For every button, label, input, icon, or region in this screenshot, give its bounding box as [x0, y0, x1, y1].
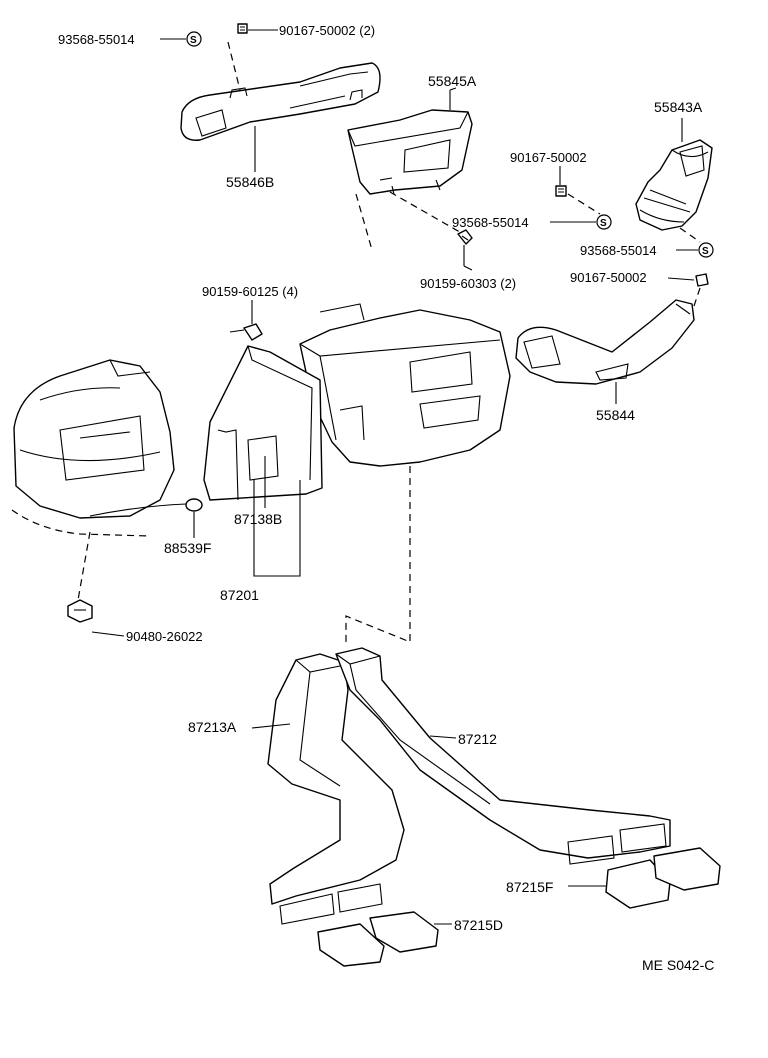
bolt-90159-60125	[229, 323, 263, 341]
label-90167-50002-top: 90167-50002 (2)	[279, 23, 375, 38]
label-90159-60125: 90159-60125 (4)	[202, 284, 298, 299]
label-87212: 87212	[458, 731, 497, 747]
duct-55844	[515, 299, 695, 385]
duct-87212	[335, 647, 671, 865]
label-93568-55014-top: 93568-55014	[58, 32, 135, 47]
clip-93568-right: S	[698, 242, 714, 258]
label-55843a: 55843A	[654, 99, 703, 115]
svg-text:S: S	[190, 35, 197, 46]
label-88539f: 88539F	[164, 540, 211, 556]
label-93568-55014-right: 93568-55014	[580, 243, 657, 258]
label-87138b: 87138B	[234, 511, 282, 527]
label-90167-50002-mid: 90167-50002	[510, 150, 587, 165]
nut-90167-top	[237, 23, 248, 34]
svg-text:S: S	[702, 246, 709, 257]
svg-text:S: S	[600, 218, 607, 229]
label-90480-26022: 90480-26022	[126, 629, 203, 644]
bolt-90159-60303	[457, 229, 473, 245]
label-87215d: 87215D	[454, 917, 503, 933]
clip-93568-top: S	[186, 31, 202, 47]
evaporator-housing-87201	[203, 345, 323, 501]
nut-90167-mid	[555, 185, 567, 197]
label-55845a: 55845A	[428, 73, 477, 89]
drawing-code: ME S042-C	[642, 957, 714, 973]
label-93568-55014-mid: 93568-55014	[452, 215, 529, 230]
duct-55846b	[180, 62, 381, 141]
grommet-90480-26022	[67, 599, 93, 623]
clip-93568-mid: S	[596, 214, 612, 230]
label-87215f: 87215F	[506, 879, 553, 895]
label-90167-50002-low: 90167-50002	[570, 270, 647, 285]
nut-90167-low	[695, 273, 709, 287]
outlet-87215d	[317, 911, 439, 967]
outlet-87215f	[605, 847, 721, 909]
duct-87213a	[267, 653, 405, 925]
duct-55845a	[347, 109, 473, 195]
label-55844: 55844	[596, 407, 635, 423]
label-87213a: 87213A	[188, 719, 237, 735]
duct-55843a	[635, 139, 713, 231]
heater-unit	[299, 303, 511, 467]
blower-unit	[13, 359, 175, 519]
label-90159-60303: 90159-60303 (2)	[420, 276, 516, 291]
sensor-88539f	[89, 498, 203, 517]
label-55846b: 55846B	[226, 174, 274, 190]
label-87201: 87201	[220, 587, 259, 603]
